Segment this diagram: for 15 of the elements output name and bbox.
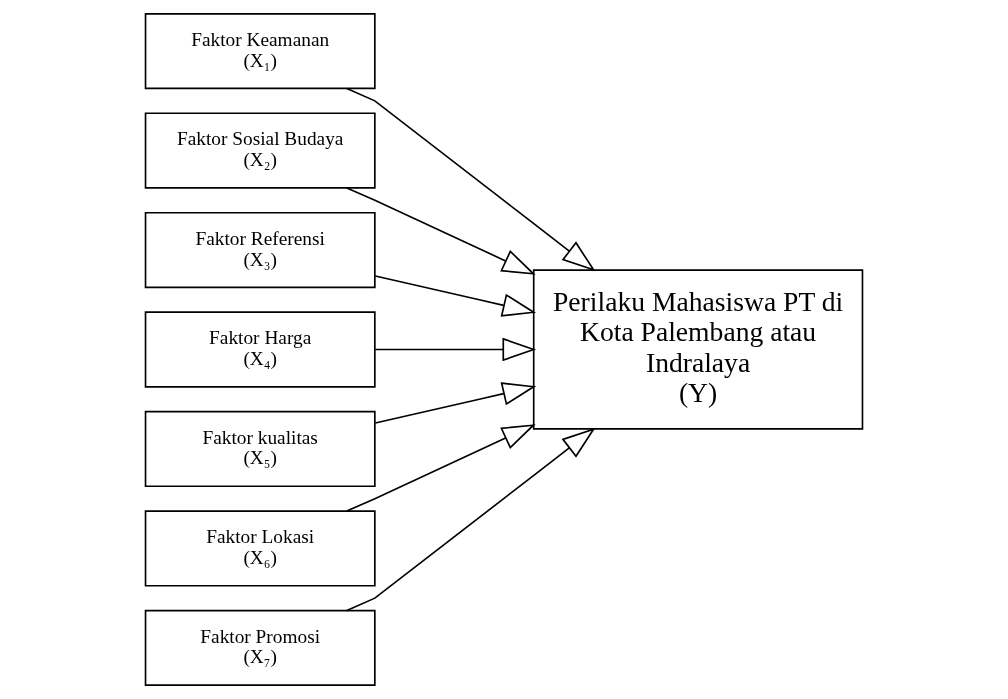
node-box: Faktor Referensi (X₃) bbox=[144, 211, 376, 289]
node-box: Faktor Harga (X₄) bbox=[144, 311, 376, 388]
arrow bbox=[346, 187, 536, 275]
arrow bbox=[346, 424, 536, 512]
arrow bbox=[346, 87, 596, 272]
node-box: Faktor Lokasi (X₆) bbox=[144, 510, 376, 587]
arrow bbox=[346, 427, 596, 612]
node-box: Faktor Promosi (X₇) bbox=[144, 609, 376, 686]
arrow bbox=[374, 382, 537, 424]
arrow bbox=[374, 337, 537, 362]
node-box: Faktor Sosial Budaya (X₂) bbox=[144, 112, 376, 189]
node-box: Faktor Keamanan (X₁) bbox=[144, 13, 376, 90]
node-box: Faktor kualitas (X₅) bbox=[144, 410, 376, 488]
arrow bbox=[374, 275, 537, 317]
node-box: Perilaku Mahasiswa PT di Kota Palembang atau Indralaya (Y) bbox=[532, 269, 864, 430]
